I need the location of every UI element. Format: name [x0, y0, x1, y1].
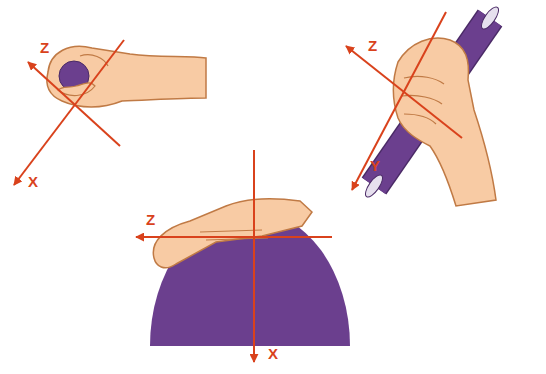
x-axis: [14, 40, 124, 185]
axis-label: Z: [40, 40, 49, 55]
hand: [394, 38, 497, 206]
hand: [47, 46, 206, 107]
y-axis: [352, 12, 446, 190]
hand: [153, 199, 312, 268]
finger: [200, 230, 268, 240]
cylinder-grip: [346, 4, 502, 206]
z-axis: [346, 46, 462, 138]
cylinder-end: [478, 4, 501, 31]
axis-label: Y: [370, 158, 380, 173]
axis-label: X: [268, 346, 278, 361]
z-axis: [28, 62, 120, 146]
axis-label: Z: [146, 212, 155, 227]
x-axis: [253, 150, 255, 362]
z-axis: [136, 236, 332, 238]
axis-label: Z: [368, 38, 377, 53]
palm-grip: [136, 150, 350, 362]
cylinder-end: [362, 172, 385, 199]
ball-grip: [14, 40, 206, 185]
thumb: [80, 55, 108, 66]
axis-label: X: [28, 174, 38, 189]
